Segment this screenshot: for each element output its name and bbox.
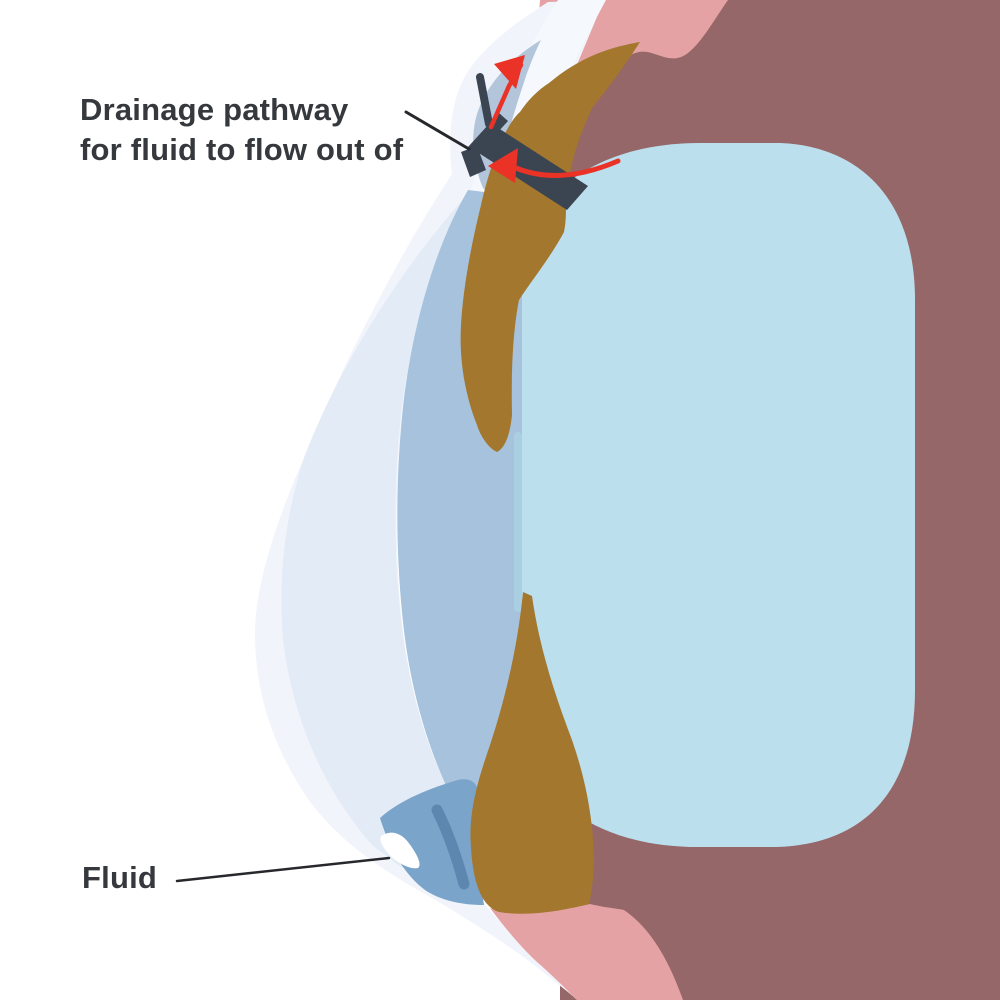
fluid-highlight bbox=[380, 832, 420, 869]
tissue-pink-bottom bbox=[490, 904, 683, 1000]
drainage-pathway-label: Drainage pathway for fluid to flow out o… bbox=[80, 90, 403, 170]
flow-arrow-internal-curve bbox=[513, 158, 621, 178]
drainage-device bbox=[461, 73, 588, 210]
leader-line-drainage bbox=[404, 110, 471, 151]
lens bbox=[515, 143, 915, 847]
flow-arrow-internal bbox=[488, 148, 621, 183]
drainage-pathway-label-line1: Drainage pathway bbox=[80, 92, 349, 127]
drainage-device-body bbox=[471, 124, 588, 210]
drainage-pathway-label-line2: for fluid to flow out of bbox=[80, 132, 404, 167]
drainage-device-flange bbox=[468, 113, 508, 155]
iris-lower bbox=[470, 592, 594, 914]
lens-edge bbox=[514, 432, 522, 612]
flow-arrowhead-outlet bbox=[494, 55, 525, 89]
flow-arrow-outlet bbox=[488, 55, 525, 130]
fluid-label: Fluid bbox=[82, 860, 158, 895]
flow-arrowhead-internal bbox=[488, 148, 518, 183]
drainage-tube bbox=[476, 73, 493, 128]
cornea-layer bbox=[281, 196, 466, 868]
drainage-device-foot bbox=[461, 146, 486, 177]
leader-line-fluid bbox=[175, 856, 391, 883]
fluid-streak bbox=[431, 804, 470, 890]
